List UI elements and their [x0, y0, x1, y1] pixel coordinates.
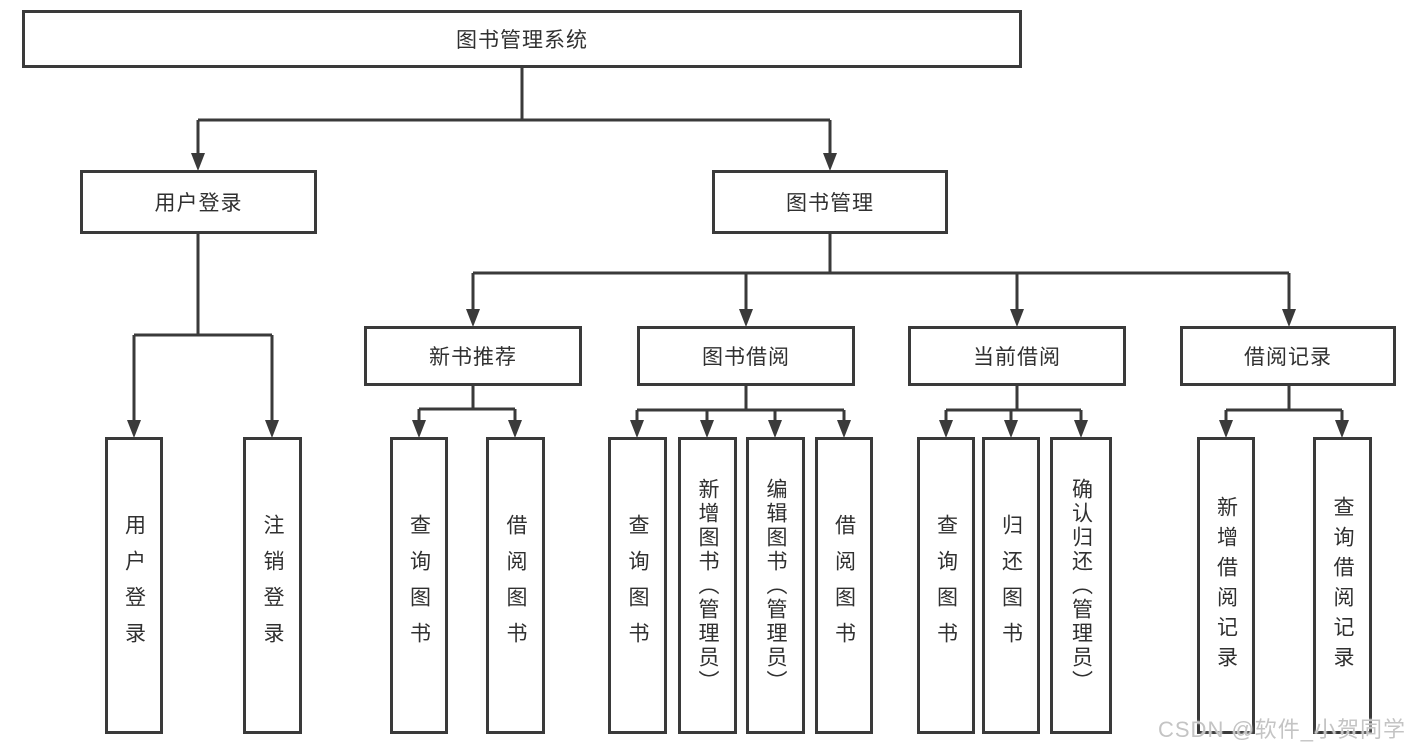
node-leaf-logout: 注销登录: [243, 437, 302, 734]
node-leaf-query-books-current: 查询图书: [917, 437, 975, 734]
connector-newbookrec-to-leaves: [417, 386, 517, 425]
connector-currentborrow-to-leaves: [944, 386, 1083, 425]
node-leaf-user-login: 用户登录: [105, 437, 163, 734]
node-leaf-query-books-recommend: 查询图书: [390, 437, 448, 734]
csdn-watermark: CSDN @软件_小贺同学: [1158, 717, 1405, 742]
node-leaf-borrow-books: 借阅图书: [815, 437, 873, 734]
node-borrowing-records: 借阅记录: [1180, 326, 1396, 386]
connector-borrowrecords-to-leaves: [1224, 386, 1344, 425]
connector-bookmgmt-to-level3: [471, 234, 1291, 312]
connector-userlogin-to-leaves: [132, 234, 274, 425]
connector-bookborrow-to-leaves: [635, 386, 846, 425]
node-leaf-borrow-books-recommend: 借阅图书: [486, 437, 545, 734]
node-book-management: 图书管理: [712, 170, 948, 234]
node-leaf-query-books-borrow: 查询图书: [608, 437, 667, 734]
node-leaf-query-borrow-record: 查询借阅记录: [1313, 437, 1372, 734]
node-book-borrowing: 图书借阅: [637, 326, 855, 386]
node-leaf-return-books: 归还图书: [982, 437, 1040, 734]
node-leaf-add-borrow-record: 新增借阅记录: [1197, 437, 1255, 734]
connector-root-to-level2: [196, 68, 832, 158]
node-current-borrowing: 当前借阅: [908, 326, 1126, 386]
node-library-management-system: 图书管理系统: [22, 10, 1022, 68]
node-new-book-recommendation: 新书推荐: [364, 326, 582, 386]
node-leaf-edit-books-admin: 编辑图书（管理员）: [746, 437, 805, 734]
node-leaf-confirm-return-admin: 确认归还（管理员）: [1050, 437, 1112, 734]
node-leaf-add-books-admin: 新增图书（管理员）: [678, 437, 737, 734]
node-user-login: 用户登录: [80, 170, 317, 234]
